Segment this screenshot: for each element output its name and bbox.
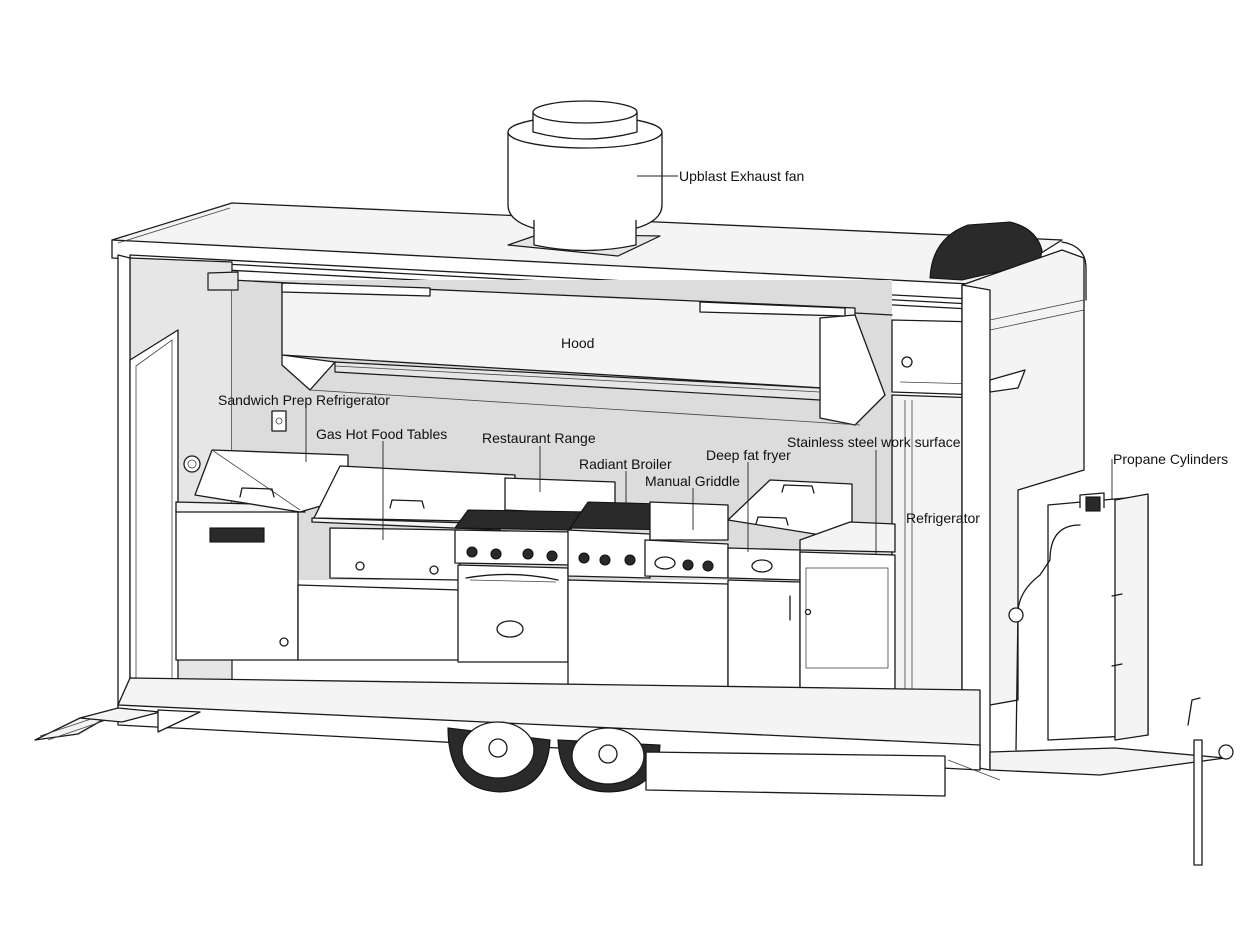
label-radiant-broiler: Radiant Broiler (579, 456, 672, 472)
label-sandwich-prep-refrigerator: Sandwich Prep Refrigerator (218, 392, 390, 408)
labels: Upblast Exhaust fan Hood Sandwich Prep R… (218, 168, 1228, 526)
restaurant-range (453, 477, 616, 663)
deep-fat-fryer (727, 479, 853, 689)
label-gas-hot-food-tables: Gas Hot Food Tables (316, 426, 447, 442)
entry-steps (34, 707, 201, 741)
label-hood: Hood (561, 335, 594, 351)
label-restaurant-range: Restaurant Range (482, 430, 596, 446)
manual-griddle (567, 501, 729, 689)
label-refrigerator: Refrigerator (906, 510, 980, 526)
leader-lines (305, 175, 1113, 555)
label-propane-cylinders: Propane Cylinders (1113, 451, 1228, 467)
stainless-work-surface (799, 521, 896, 691)
right-exterior-wall (961, 249, 1085, 771)
sandwich-prep-refrigerator (175, 449, 349, 661)
label-stainless-steel-work-surface: Stainless steel work surface (787, 434, 961, 450)
trailer-tongue (989, 697, 1234, 866)
roof-vent (929, 221, 1043, 281)
label-manual-griddle: Manual Griddle (645, 473, 740, 489)
hood (207, 271, 886, 426)
exhaust-fan (507, 100, 663, 257)
gas-hot-food-tables (297, 465, 516, 661)
label-upblast-exhaust-fan: Upblast Exhaust fan (679, 168, 804, 184)
trailer-wheels (447, 721, 1001, 797)
propane-cylinders (1008, 492, 1149, 751)
label-deep-fat-fryer: Deep fat fryer (706, 447, 791, 463)
